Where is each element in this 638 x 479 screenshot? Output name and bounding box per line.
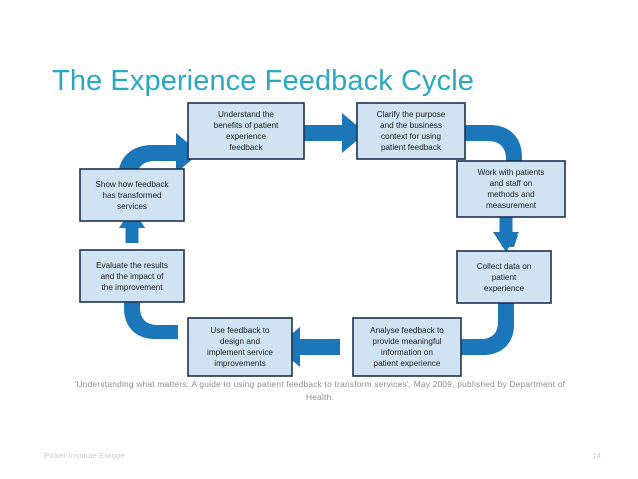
step-box-1: Understand the benefits of patient exper… — [187, 102, 305, 160]
step-box-8-line-1: has transformed — [102, 191, 162, 200]
step-box-5-line-1: provide meaningful — [372, 337, 441, 346]
source-caption: 'Understanding what matters: A guide to … — [74, 379, 566, 402]
step-box-1-shape — [187, 102, 305, 160]
step-box-6: Use feedback to design and implement ser… — [187, 317, 293, 377]
step-box-4-shape — [456, 250, 552, 304]
step-box-5: Analyse feedback to provide meaningful i… — [352, 317, 462, 377]
step-box-4: Collect data on patient experience — [456, 250, 552, 304]
cycle-arrows — [112, 113, 534, 367]
footer-organisation: Picker Institute Europe — [44, 451, 125, 460]
step-box-6-line-3: improvements — [214, 359, 265, 368]
step-box-8-line-0: Show how feedback — [95, 180, 169, 189]
step-box-2-line-3: patient feedback — [381, 143, 442, 152]
step-box-6-line-0: Use feedback to — [210, 326, 270, 335]
step-box-5-line-2: information on — [381, 348, 433, 357]
step-box-8: Show how feedback has transformed servic… — [79, 168, 185, 222]
step-box-4-line-0: Collect data on — [477, 262, 532, 271]
arrow-corner-top-left — [118, 133, 200, 205]
step-box-1-line-2: experience — [226, 132, 267, 141]
step-box-8-line-2: services — [117, 202, 147, 211]
step-box-2-line-0: Clarify the purpose — [377, 110, 446, 119]
step-box-3: Work with patients and staff on methods … — [456, 160, 566, 218]
step-box-7-line-0: Evaluate the results — [96, 261, 168, 270]
arrow-top-center — [303, 113, 366, 153]
step-box-7-line-1: and the impact of — [101, 272, 165, 281]
step-box-4-line-2: experience — [484, 284, 525, 293]
step-box-5-shape — [352, 317, 462, 377]
step-box-4-line-1: patient — [492, 273, 517, 282]
step-box-3-line-0: Work with patients — [478, 168, 545, 177]
step-box-6-shape — [187, 317, 293, 377]
experience-feedback-cycle-diagram: Understand the benefits of patient exper… — [0, 95, 638, 380]
step-box-2-line-1: and the business — [380, 121, 442, 130]
step-box-3-line-3: measurement — [486, 201, 537, 210]
page-title: The Experience Feedback Cycle — [52, 65, 474, 98]
step-box-5-line-0: Analyse feedback to — [370, 326, 444, 335]
step-box-1-line-0: Understand the — [218, 110, 274, 119]
step-box-2-shape — [356, 102, 466, 160]
step-box-1-line-3: feedback — [229, 143, 263, 152]
step-box-8-shape — [79, 168, 185, 222]
step-box-5-line-3: patient experience — [374, 359, 441, 368]
step-box-7: Evaluate the results and the impact of t… — [79, 249, 185, 303]
step-box-7-shape — [79, 249, 185, 303]
step-box-3-line-1: and staff on — [490, 179, 533, 188]
step-box-6-line-1: design and — [220, 337, 261, 346]
step-box-3-shape — [456, 160, 566, 218]
step-box-2: Clarify the purpose and the business con… — [356, 102, 466, 160]
step-box-3-line-2: methods and — [487, 190, 535, 199]
step-box-2-line-2: context for using — [381, 132, 442, 141]
step-box-6-line-2: implement service — [207, 348, 273, 357]
step-box-7-line-2: the improvement — [102, 283, 164, 292]
step-box-1-line-1: benefits of patient — [214, 121, 279, 130]
arrow-right-center-head — [493, 232, 519, 252]
footer-page-number: 14 — [592, 451, 601, 460]
slide-footer: Picker Institute Europe 14 — [0, 440, 638, 479]
